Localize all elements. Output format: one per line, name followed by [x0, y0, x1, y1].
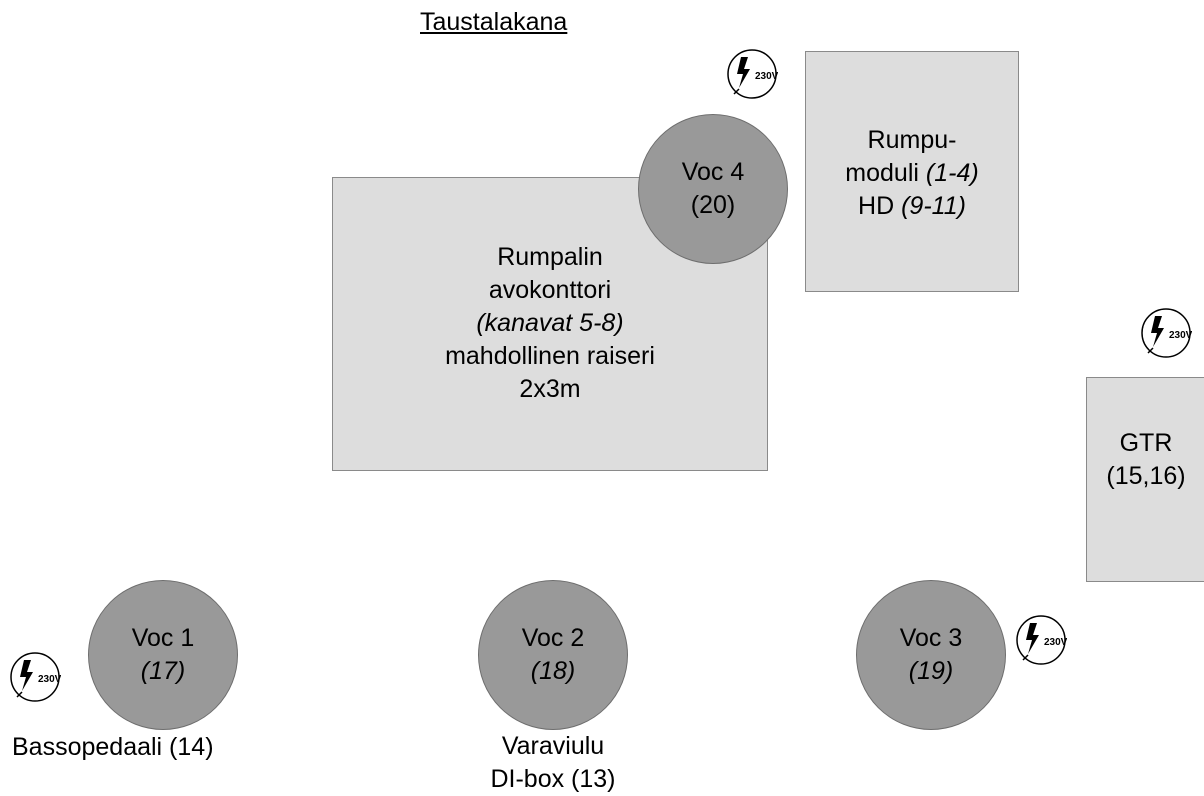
- drum-module-line3-text: HD: [858, 191, 902, 220]
- voc1-name: Voc 1: [131, 624, 195, 652]
- voc2-mic: Voc 2 (18): [478, 580, 628, 730]
- spare-violin-label: Varaviulu DI-box (13): [478, 730, 628, 796]
- power-outlet-text: 230V: [755, 71, 778, 82]
- drum-module-line2-text: moduli: [845, 158, 926, 187]
- voc4-channel: (20): [690, 191, 736, 219]
- drum-riser-channels: (kanavat 5-8): [476, 308, 624, 337]
- backdrop-title: Taustalakana: [420, 8, 568, 36]
- voc3-name: Voc 3: [899, 624, 963, 652]
- power-outlet-icon-svg: 230V: [727, 49, 779, 99]
- voc4-mic: Voc 4 (20): [638, 114, 788, 264]
- power-outlet-icon: 230V: [1015, 614, 1068, 666]
- spare-violin-line2: DI-box (13): [490, 765, 616, 793]
- drum-riser-label: Rumpalin avokonttori (kanavat 5-8) mahdo…: [332, 228, 768, 418]
- voc3-mic: Voc 3 (19): [856, 580, 1006, 730]
- voc1-channel: (17): [140, 657, 186, 685]
- drum-riser-size: 2x3m: [519, 374, 581, 403]
- guitar-area: [1086, 377, 1204, 582]
- power-outlet-icon-svg: 230V: [10, 652, 62, 702]
- drum-module-line1: Rumpu-: [867, 125, 957, 154]
- guitar-name: GTR: [1119, 429, 1173, 457]
- spare-violin-line1: Varaviulu: [501, 732, 605, 760]
- power-outlet-icon: 230V: [9, 651, 62, 703]
- power-outlet-text: 230V: [1169, 330, 1192, 341]
- drum-riser-line2: avokonttori: [488, 275, 612, 304]
- drum-module-area: [805, 51, 1019, 292]
- drum-riser-line4: mahdollinen raiseri: [445, 341, 655, 370]
- power-outlet-icon-svg: 230V: [1141, 308, 1193, 358]
- voc1-mic: Voc 1 (17): [88, 580, 238, 730]
- power-outlet-icon-svg: 230V: [1016, 615, 1068, 665]
- guitar-channels: (15,16): [1106, 462, 1186, 490]
- power-outlet-icon: 230V: [726, 48, 779, 100]
- voc2-name: Voc 2: [521, 624, 585, 652]
- drum-module-line3: HD (9-11): [858, 190, 966, 223]
- power-outlet-icon: 230V: [1140, 307, 1193, 359]
- drum-module-label: Rumpu- moduli (1-4) HD (9-11): [805, 118, 1019, 228]
- drum-riser-line1: Rumpalin: [497, 242, 603, 271]
- guitar-label: GTR (15,16): [1086, 425, 1204, 495]
- bass-pedal-label: Bassopedaali (14): [12, 733, 214, 761]
- drum-module-line2: moduli (1-4): [845, 157, 978, 190]
- voc2-channel: (18): [530, 657, 576, 685]
- power-outlet-text: 230V: [38, 674, 61, 685]
- power-outlet-text: 230V: [1044, 637, 1067, 648]
- hd-channels: (9-11): [901, 191, 966, 220]
- drum-module-channels: (1-4): [925, 158, 979, 187]
- voc4-name: Voc 4: [681, 158, 745, 186]
- voc3-channel: (19): [908, 657, 954, 685]
